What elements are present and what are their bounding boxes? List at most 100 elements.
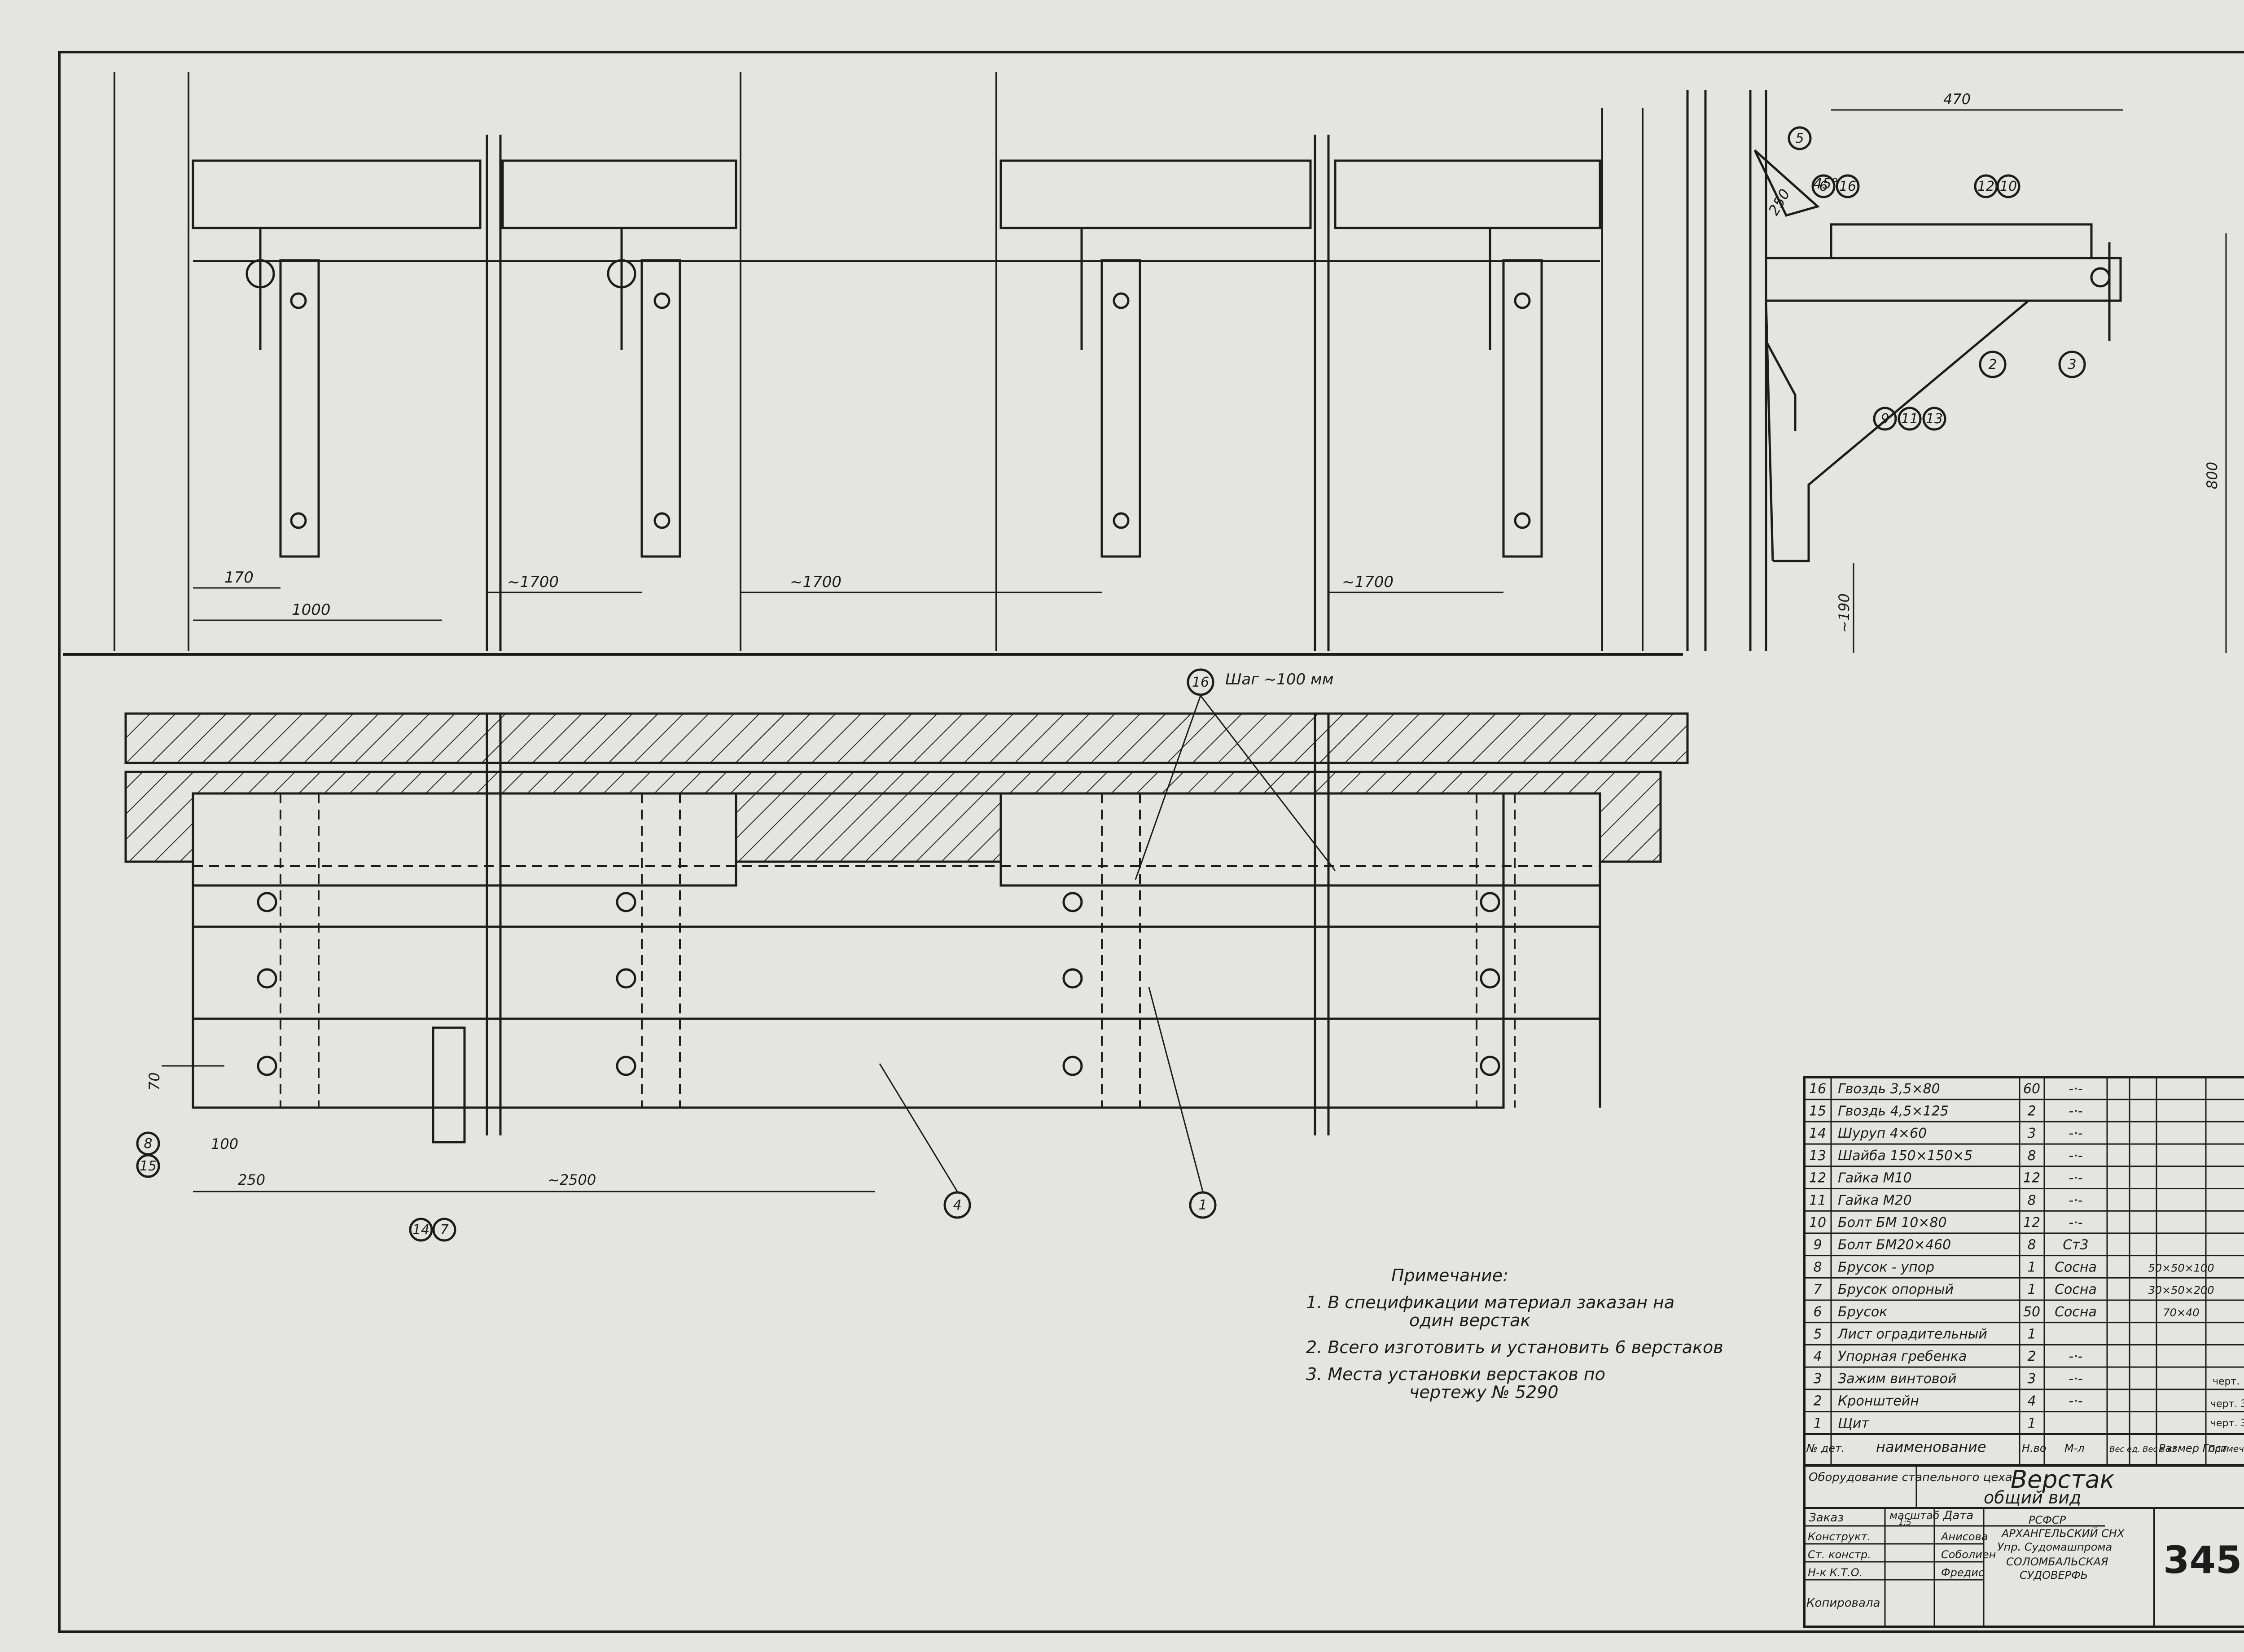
callout-15-label: 15 <box>140 1158 157 1174</box>
note-2: 2. Всего изготовить и установить 6 верст… <box>1306 1337 1723 1357</box>
bom-cell-qty: 8 <box>2027 1192 2036 1208</box>
pitch-note: Шаг ~100 мм <box>1225 670 1333 688</box>
bom-cell-qty: 2 <box>2027 1103 2036 1119</box>
callout-10-label: 10 <box>2000 179 2017 194</box>
bom-cell-mat: -·- <box>2069 1371 2082 1387</box>
bom-cell-name: Брусок <box>1838 1304 1887 1320</box>
dim-1000: 1000 <box>292 601 331 619</box>
drawing-frame <box>58 51 2244 1633</box>
bom-cell-size: 30×50×200 <box>2148 1284 2214 1297</box>
bom-cell-name: Упорная гребенка <box>1838 1349 1967 1364</box>
bom-cell-qty: 8 <box>2027 1148 2036 1164</box>
bom-header-size: Размер Гост <box>2159 1442 2228 1455</box>
bom-cell-qty: 1 <box>2027 1415 2036 1431</box>
callout-6-label: 6 <box>1819 179 1828 194</box>
dim-800: 800 <box>2204 462 2221 489</box>
callout-2 <box>1979 351 2007 378</box>
bom-cell-mat: -·- <box>2069 1192 2082 1208</box>
bom-cell-pos: 4 <box>1813 1349 1822 1364</box>
title-block <box>1803 1464 2244 1628</box>
bom-cell-qty: 50 <box>2023 1304 2040 1320</box>
callout-11-label: 11 <box>1901 411 1918 427</box>
bom-cell-pos: 1 <box>1813 1415 1822 1431</box>
order-label: Заказ <box>1809 1511 1844 1525</box>
notes-heading: Примечание: <box>1391 1266 1508 1285</box>
bom-cell-qty: 3 <box>2027 1371 2036 1387</box>
note-3-cont: чертежу № 5290 <box>1409 1382 1559 1402</box>
name-2: Соболиен <box>1941 1548 1996 1561</box>
bom-cell-size: 50×50×100 <box>2148 1262 2214 1274</box>
drawing-notes: Примечание: 1. В спецификации материал з… <box>1306 1266 1723 1402</box>
bom-cell-pos: 2 <box>1813 1393 1822 1409</box>
scale-value: 1:5 <box>1898 1518 1911 1527</box>
callout-7-label: 7 <box>440 1222 448 1238</box>
bom-cell-mat: Ст3 <box>2063 1237 2089 1253</box>
role-senior-designer: Ст. констр. <box>1808 1548 1871 1561</box>
bom-cell-name: Брусок - упор <box>1838 1259 1934 1275</box>
dim-70: 70 <box>146 1072 163 1091</box>
bom-cell-name: Гвоздь 4,5×125 <box>1838 1103 1949 1119</box>
bom-cell-mat: -·- <box>2069 1081 2082 1097</box>
callout-12-label: 12 <box>1977 179 1994 194</box>
callout-1 <box>1189 1191 1217 1219</box>
dim-250-plan: 250 <box>238 1171 265 1188</box>
note-1-cont: один верстак <box>1409 1310 1530 1330</box>
callout-11 <box>1898 407 1922 431</box>
bom-cell-name: Зажим винтовой <box>1838 1371 1956 1387</box>
bom-cell-pos: 15 <box>1809 1103 1826 1119</box>
org-line-5: СУДОВЕРФЬ <box>2020 1569 2088 1582</box>
dim-1700-b: ~1700 <box>790 573 842 591</box>
callout-5 <box>1788 126 1812 150</box>
bom-header-pos: № дет. <box>1806 1442 1845 1455</box>
bom-cell-pos: 6 <box>1813 1304 1822 1320</box>
bom-cell-qty: 1 <box>2027 1282 2036 1297</box>
role-designer: Конструкт. <box>1808 1530 1871 1543</box>
bom-cell-pos: 10 <box>1809 1215 1826 1231</box>
callout-16-plan-label: 16 <box>1192 675 1209 690</box>
bom-cell-name: Болт БМ 10×80 <box>1838 1215 1947 1231</box>
bom-cell-mat: Сосна <box>2055 1304 2097 1320</box>
side-section-view <box>1686 90 2227 653</box>
callout-15 <box>136 1154 160 1178</box>
dim-470: 470 <box>1943 91 1971 108</box>
bom-ref-3: черт. 3426 <box>2210 1418 2244 1429</box>
note-3: 3. Места установки верстаков по <box>1306 1364 1605 1384</box>
bom-cell-size: 70×40 <box>2163 1306 2199 1319</box>
callout-13-label: 13 <box>1926 411 1943 427</box>
bom-cell-name: Лист оградительный <box>1837 1326 1987 1342</box>
sheet-number: 3455 <box>2163 1538 2244 1582</box>
bom-cell-mat: -·- <box>2069 1170 2082 1186</box>
bom-cell-mat: -·- <box>2069 1103 2082 1119</box>
callout-14-label: 14 <box>412 1222 430 1238</box>
org-line-4: СОЛОМБАЛЬСКАЯ <box>2006 1556 2108 1568</box>
callout-8-label: 8 <box>144 1136 152 1152</box>
front-elevation-view <box>63 72 1683 656</box>
bom-cell-qty: 12 <box>2023 1170 2040 1186</box>
drawing-title: Верстак <box>2011 1465 2115 1494</box>
bom-cell-name: Болт БМ20×460 <box>1838 1237 1951 1253</box>
plan-view <box>124 668 1689 1242</box>
drawing-subtitle: общий вид <box>1984 1488 2081 1507</box>
note-1: 1. В спецификации материал заказан на <box>1306 1293 1674 1312</box>
callout-4-label: 4 <box>953 1197 961 1213</box>
org-line-2: АРХАНГЕЛЬСКИЙ СНХ <box>2001 1527 2125 1540</box>
callout-1-label: 1 <box>1198 1197 1207 1213</box>
dim-1700-a: ~1700 <box>507 573 559 591</box>
bom-cell-pos: 9 <box>1813 1237 1822 1253</box>
bom-header-note: Примечан. <box>2208 1443 2244 1454</box>
role-head-kto: Н-к К.Т.О. <box>1808 1566 1863 1579</box>
callout-7 <box>432 1218 456 1242</box>
scale-label: масштаб <box>1889 1509 1940 1522</box>
bom-cell-pos: 11 <box>1809 1192 1826 1208</box>
org-line-3: Упр. Судомашпрома <box>1997 1541 2112 1553</box>
callout-9 <box>1873 407 1897 431</box>
bom-cell-pos: 3 <box>1813 1371 1822 1387</box>
bom-cell-name: Шуруп 4×60 <box>1838 1126 1927 1141</box>
callout-13 <box>1922 407 1946 431</box>
bom-cell-name: Гвоздь 3,5×80 <box>1838 1081 1940 1097</box>
bom-cell-pos: 8 <box>1813 1259 1822 1275</box>
bom-cell-qty: 1 <box>2027 1326 2036 1342</box>
dept-label: Оборудование стапельного цеха <box>1809 1471 2012 1484</box>
